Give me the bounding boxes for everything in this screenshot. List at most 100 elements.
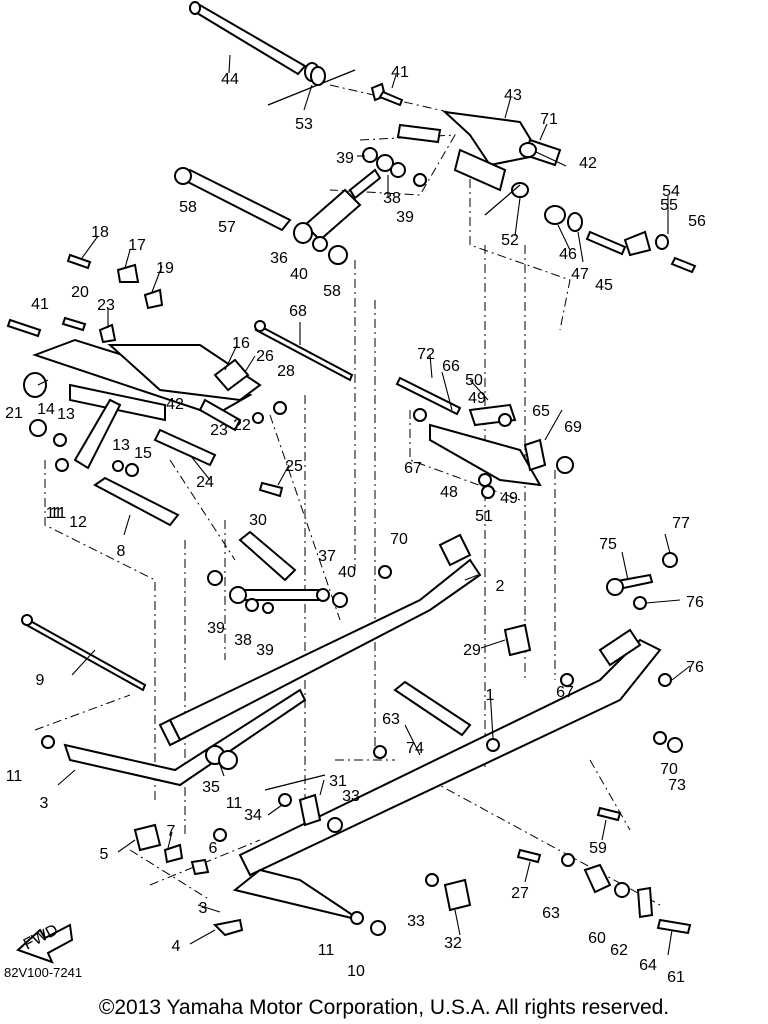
callout-11: 11 <box>46 505 63 522</box>
callout-38: 38 <box>234 632 252 649</box>
callout-44: 44 <box>221 71 239 88</box>
callout-8: 8 <box>117 543 126 560</box>
callout-28: 28 <box>277 363 295 380</box>
callout-74: 74 <box>406 740 424 757</box>
callout-34: 34 <box>244 807 262 824</box>
exploded-parts-diagram: 1233456789101111111111121313141516171819… <box>5 1 706 986</box>
callout-11: 11 <box>50 505 67 522</box>
callout-55: 55 <box>660 197 678 214</box>
callout-40: 40 <box>290 266 308 283</box>
callout-49: 49 <box>468 390 486 407</box>
callout-11: 11 <box>318 942 335 959</box>
callout-19: 19 <box>156 260 174 277</box>
callout-17: 17 <box>128 237 146 254</box>
callout-70: 70 <box>390 531 408 548</box>
callout-53: 53 <box>295 116 313 133</box>
callout-76: 76 <box>686 659 704 676</box>
callout-41: 41 <box>31 296 49 313</box>
callout-13: 13 <box>57 406 75 423</box>
callout-59: 59 <box>589 840 607 857</box>
callout-22: 22 <box>233 417 251 434</box>
callout-10: 10 <box>347 963 365 980</box>
callout-27: 27 <box>511 885 529 902</box>
callout-71: 71 <box>540 111 558 128</box>
callout-72: 72 <box>417 346 435 363</box>
callout-25: 25 <box>285 458 303 475</box>
callout-29: 29 <box>463 642 481 659</box>
callout-62: 62 <box>610 942 628 959</box>
callout-35: 35 <box>202 779 220 796</box>
callout-77: 77 <box>672 515 690 532</box>
callout-38: 38 <box>383 190 401 207</box>
callout-21: 21 <box>5 405 23 422</box>
callout-67: 67 <box>404 460 422 477</box>
callout-49: 49 <box>500 490 518 507</box>
callout-6: 6 <box>209 840 218 857</box>
callout-24: 24 <box>196 474 214 491</box>
callout-70: 70 <box>660 761 678 778</box>
callout-40: 40 <box>338 564 356 581</box>
callout-76: 76 <box>686 594 704 611</box>
callout-18: 18 <box>91 224 109 241</box>
callout-39: 39 <box>207 620 225 637</box>
callout-58: 58 <box>323 283 341 300</box>
callout-45: 45 <box>595 277 613 294</box>
callout-13: 13 <box>112 437 130 454</box>
callout-52: 52 <box>501 232 519 249</box>
callout-11: 11 <box>226 795 243 812</box>
callout-54: 54 <box>662 183 680 200</box>
callout-4: 4 <box>172 938 181 955</box>
callout-39: 39 <box>336 150 354 167</box>
callout-20: 20 <box>71 284 89 301</box>
callout-23: 23 <box>97 297 115 314</box>
callout-43: 43 <box>504 87 522 104</box>
callout-30: 30 <box>249 512 267 529</box>
callout-41: 41 <box>391 64 409 81</box>
callout-66: 66 <box>442 358 460 375</box>
parts <box>6 1 697 964</box>
callout-7: 7 <box>167 823 176 840</box>
callout-48: 48 <box>440 484 458 501</box>
callout-3: 3 <box>199 900 208 917</box>
callout-42: 42 <box>579 155 597 172</box>
callout-32: 32 <box>444 935 462 952</box>
callout-15: 15 <box>134 445 152 462</box>
callout-26: 26 <box>256 348 274 365</box>
callout-33: 33 <box>342 788 360 805</box>
callout-67: 67 <box>556 684 574 701</box>
callout-63: 63 <box>542 905 560 922</box>
callout-69: 69 <box>564 419 582 436</box>
callout-46: 46 <box>559 246 577 263</box>
callout-75: 75 <box>599 536 617 553</box>
leader-lines <box>37 54 691 956</box>
callout-64: 64 <box>639 957 657 974</box>
callout-60: 60 <box>588 930 606 947</box>
assembly-guide-lines <box>34 84 661 906</box>
callout-5: 5 <box>100 846 109 863</box>
callout-11: 11 <box>6 768 23 785</box>
callout-1: 1 <box>486 687 495 704</box>
callout-68: 68 <box>289 303 307 320</box>
callout-3: 3 <box>40 795 49 812</box>
callout-14: 14 <box>37 401 55 418</box>
callout-31: 31 <box>329 773 347 790</box>
callout-37: 37 <box>318 548 336 565</box>
callout-57: 57 <box>218 219 236 236</box>
copyright-notice: ©2013 Yamaha Motor Corporation, U.S.A. A… <box>98 996 670 1019</box>
callout-39: 39 <box>256 642 274 659</box>
callout-63: 63 <box>382 711 400 728</box>
callout-36: 36 <box>270 250 288 267</box>
callout-39: 39 <box>396 209 414 226</box>
callout-61: 61 <box>667 969 685 986</box>
callout-16: 16 <box>232 335 250 352</box>
callout-51: 51 <box>475 508 493 525</box>
callout-73: 73 <box>668 777 686 794</box>
callout-56: 56 <box>688 213 706 230</box>
callout-42: 42 <box>166 396 184 413</box>
callout-9: 9 <box>36 672 45 689</box>
callout-2: 2 <box>496 578 505 595</box>
callout-23: 23 <box>210 422 228 439</box>
callout-12: 12 <box>69 514 87 531</box>
callout-47: 47 <box>571 266 589 283</box>
